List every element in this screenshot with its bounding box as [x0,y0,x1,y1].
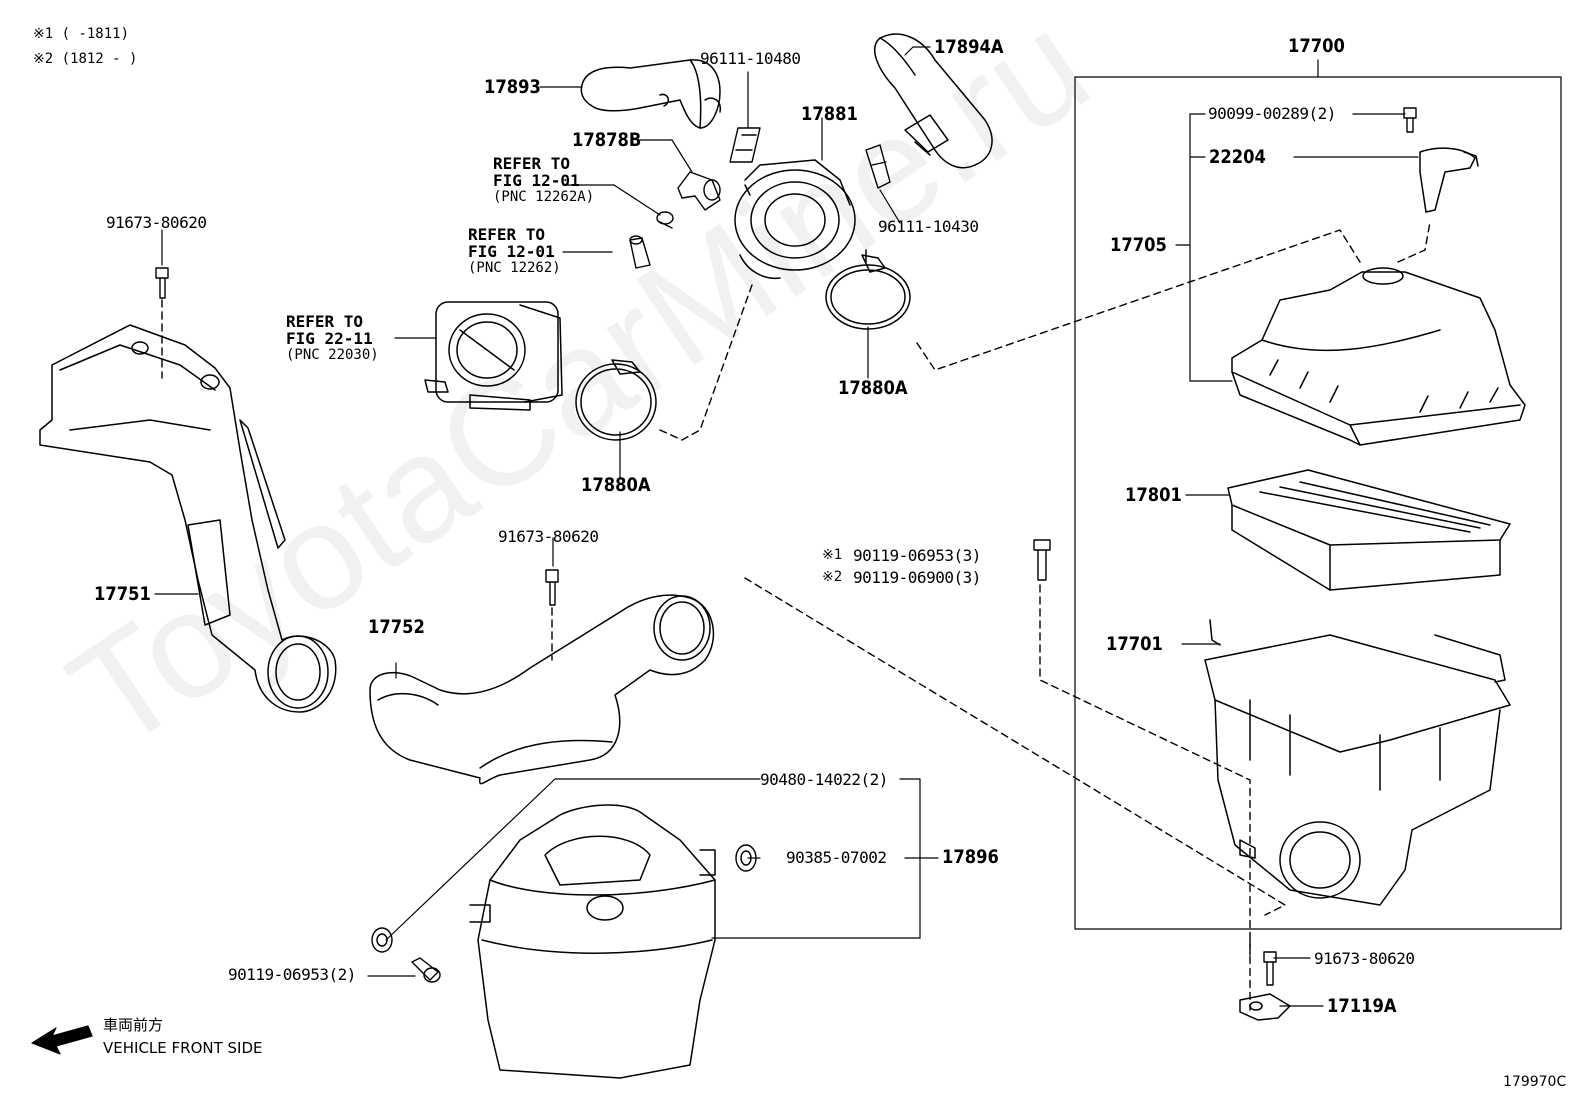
part-90385-07002[interactable]: 90385-07002 [786,848,887,867]
throttle-body [424,301,563,411]
part-91673-80620-a[interactable]: 91673-80620 [106,213,207,232]
clamp-17880A-right [825,249,911,330]
refer-line1: REFER TO [468,225,546,244]
part-90119-06953-2[interactable]: 90119-06953(2) [228,965,356,984]
part-17701[interactable]: 17701 [1106,633,1163,655]
vehicle-front-arrow [31,1025,93,1055]
hose-17893 [580,59,721,129]
air-cleaner-cover-17705 [1231,267,1526,446]
clip-96111-10430 [865,144,891,189]
mark-1: ※1 [822,547,843,563]
note-2: ※2 (1812 - ) [33,51,138,67]
part-17751[interactable]: 17751 [94,583,151,605]
clip-96111-10480 [729,127,761,163]
airflow-meter-17881 [734,159,856,280]
refer-line3: (PNC 12262A) [493,188,595,205]
part-17881[interactable]: 17881 [801,103,858,125]
refer-line3: (PNC 12262) [468,259,561,276]
refer-line1: REFER TO [493,154,571,173]
note-1: ※1 ( -1811) [33,26,130,42]
part-17119A[interactable]: 17119A [1327,995,1397,1017]
part-96111-10480[interactable]: 96111-10480 [700,49,801,68]
refer-fig-22-11[interactable]: REFER TO FIG 22-11 (PNC 22030) [286,312,379,363]
refer-line2: FIG 12-01 [493,170,580,190]
part-17894A[interactable]: 17894A [934,36,1004,58]
clamp-17880A-left [575,359,657,441]
mark-2: ※2 [822,569,843,585]
part-17880A-right[interactable]: 17880A [838,377,908,399]
part-91673-80620-b[interactable]: 91673-80620 [498,527,599,546]
refer-line2: FIG 12-01 [468,241,555,261]
part-17896[interactable]: 17896 [942,846,999,868]
fitting-17878B [677,171,721,211]
resonator-17896 [469,804,716,1079]
part-17878B[interactable]: 17878B [572,129,642,151]
duct-17751 [39,324,337,713]
leader-lines [154,46,1562,1007]
part-90119-06953-3[interactable]: 90119-06953(3) [853,546,981,565]
part-96111-10430[interactable]: 96111-10430 [878,217,979,236]
refer-fig-12-01-a[interactable]: REFER TO FIG 12-01 (PNC 12262A) [493,154,595,205]
grommets [371,844,757,953]
dashed-lines [161,221,1431,1011]
hose-pieces [629,211,674,269]
duct-17894A [874,33,993,169]
part-17880A-left[interactable]: 17880A [581,474,651,496]
part-17700[interactable]: 17700 [1288,35,1345,57]
diagram-id: 179970C [1503,1074,1567,1090]
part-17752[interactable]: 17752 [368,616,425,638]
duct-17752 [369,594,715,785]
refer-line1: REFER TO [286,312,364,331]
refer-line3: (PNC 22030) [286,346,379,363]
vehicle-front-jp: 車両前方 [103,1016,164,1034]
part-91673-80620-c[interactable]: 91673-80620 [1314,949,1415,968]
part-90119-06900-3[interactable]: 90119-06900(3) [853,568,981,587]
vehicle-front-en: VEHICLE FRONT SIDE [103,1039,263,1057]
bolts [155,107,1417,986]
part-90480-14022[interactable]: 90480-14022(2) [760,770,888,789]
bracket-17119A [1239,993,1291,1021]
part-17893[interactable]: 17893 [484,76,541,98]
part-17801[interactable]: 17801 [1125,484,1182,506]
part-90099-00289[interactable]: 90099-00289(2) [1208,104,1336,123]
refer-fig-12-01-b[interactable]: REFER TO FIG 12-01 (PNC 12262) [468,225,561,276]
air-filter-17801 [1227,469,1511,591]
refer-line2: FIG 22-11 [286,328,373,348]
part-22204[interactable]: 22204 [1209,146,1266,168]
air-cleaner-case-17701 [1204,619,1511,906]
sensor-22204 [1419,147,1479,213]
part-17705[interactable]: 17705 [1110,234,1167,256]
